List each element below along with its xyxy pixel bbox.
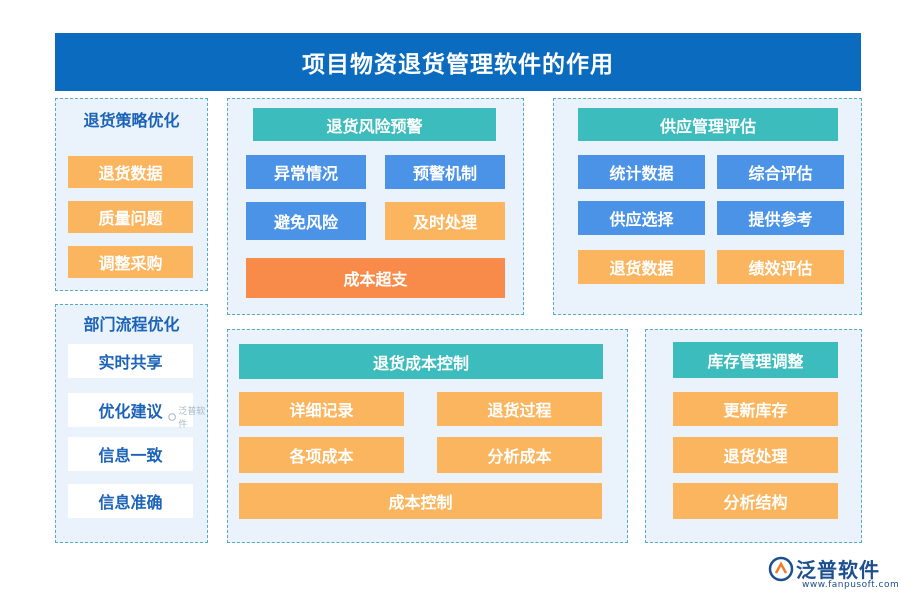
risk-item-abnormal: 异常情况 — [246, 155, 366, 189]
panel-title-inventory: 库存管理调整 — [673, 342, 838, 378]
process-item-info-accurate: 信息准确 — [68, 484, 193, 518]
panel-title-supply-eval: 供应管理评估 — [578, 108, 838, 141]
strategy-item-quality-issue: 质量问题 — [68, 201, 193, 233]
panel-title-dept-process: 部门流程优化 — [83, 315, 180, 334]
cost-item-detail-record: 详细记录 — [239, 392, 404, 426]
supply-item-choose-supplier: 供应选择 — [578, 201, 705, 235]
page-title: 项目物资退货管理软件的作用 — [55, 33, 861, 91]
watermark-logo-icon — [168, 413, 176, 421]
process-item-optimize-advice: 优化建议 — [68, 393, 193, 427]
panel-title-return-strategy: 退货策略优化 — [83, 111, 180, 130]
inventory-item-update-stock: 更新库存 — [673, 392, 838, 426]
risk-item-warning-mechanism: 预警机制 — [385, 155, 505, 189]
supply-item-provide-reference: 提供参考 — [717, 201, 844, 235]
supply-item-performance-eval: 绩效评估 — [717, 250, 844, 284]
process-item-realtime-share: 实时共享 — [68, 344, 193, 378]
supply-item-return-data: 退货数据 — [578, 250, 705, 284]
inventory-item-return-handle: 退货处理 — [673, 437, 838, 473]
cost-item-return-process: 退货过程 — [437, 392, 602, 426]
logo-url: www.fanpusoft.com — [802, 580, 900, 590]
process-item-info-consistent: 信息一致 — [68, 437, 193, 471]
watermark-small-text: 泛普软件 — [178, 407, 206, 430]
strategy-item-return-data: 退货数据 — [68, 156, 193, 188]
fanpusoft-logo: 泛普软件 www.fanpusoft.com — [768, 554, 899, 594]
fanpusoft-logo-icon — [768, 556, 794, 582]
cost-item-cost-control: 成本控制 — [239, 483, 602, 519]
panel-title-return-risk: 退货风险预警 — [253, 108, 496, 141]
risk-item-cost-overrun: 成本超支 — [246, 258, 505, 298]
strategy-item-adjust-purchase: 调整采购 — [68, 246, 193, 278]
supply-item-overall-eval: 综合评估 — [717, 155, 844, 189]
risk-item-timely-handle: 及时处理 — [385, 202, 505, 240]
logo-name: 泛普软件 — [796, 558, 880, 582]
supply-item-statistics: 统计数据 — [578, 155, 705, 189]
cost-item-each-cost: 各项成本 — [239, 437, 404, 473]
panel-title-return-cost: 退货成本控制 — [239, 344, 603, 379]
inventory-item-analyze-structure: 分析结构 — [673, 483, 838, 519]
watermark-small: 泛普软件 — [168, 407, 208, 430]
risk-item-avoid-risk: 避免风险 — [246, 202, 366, 240]
cost-item-analyze-cost: 分析成本 — [437, 437, 602, 473]
